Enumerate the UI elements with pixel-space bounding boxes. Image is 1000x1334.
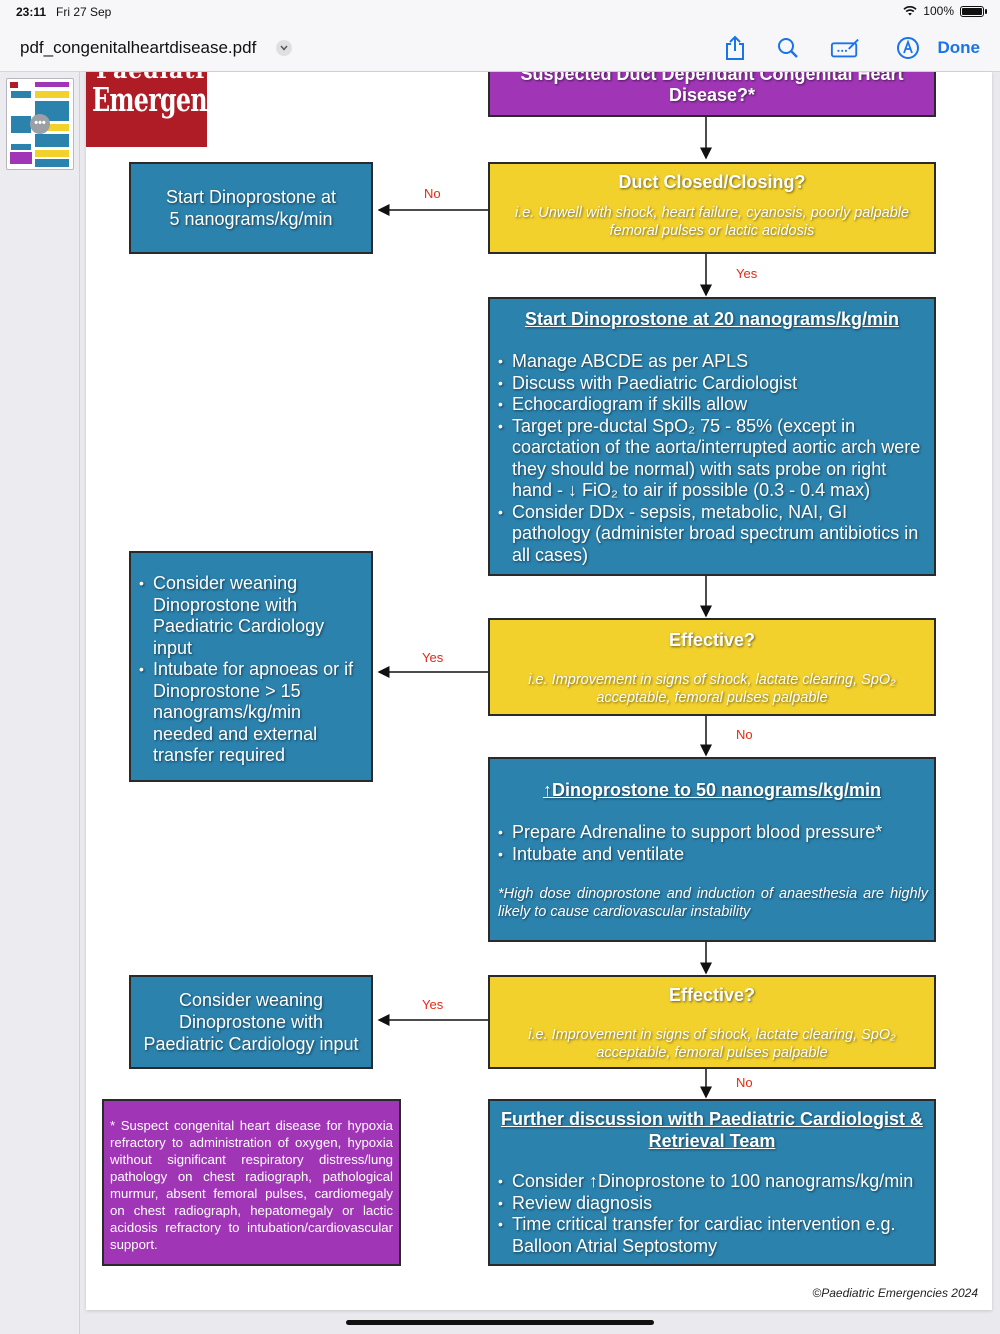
more-icon[interactable]: •••	[30, 114, 50, 134]
logo-main-text: Emergencies	[92, 80, 207, 119]
chevron-down-icon[interactable]	[276, 40, 292, 56]
flow-connectors	[377, 117, 712, 1099]
wifi-icon	[903, 6, 917, 16]
yes-label-2: Yes	[422, 650, 444, 665]
no-label-3: No	[736, 1075, 753, 1090]
suspected-disease-box: Suspected Duct Dependant Congenital Hear…	[488, 72, 936, 117]
footnote-box: * Suspect congenital heart disease for h…	[102, 1099, 401, 1266]
consider-weaning-box-2: Consider weaning Dinoprostone with Paedi…	[129, 975, 373, 1069]
list-item: Time critical transfer for cardiac inter…	[490, 1214, 934, 1257]
start-20ng-list: Manage ABCDE as per APLS Discuss with Pa…	[490, 351, 934, 566]
no-label-1: No	[424, 186, 441, 201]
start-5ng-text: Start Dinoprostone at 5 nanograms/kg/min	[165, 187, 337, 229]
done-button[interactable]: Done	[937, 38, 981, 57]
list-item: Discuss with Paediatric Cardiologist	[490, 373, 928, 395]
paediatric-emergencies-logo: Paediatric Emergencies	[86, 72, 207, 147]
footnote-text: * Suspect congenital heart disease for h…	[110, 1118, 393, 1252]
copyright-footer: ©Paediatric Emergencies 2024	[812, 1286, 978, 1300]
list-item: Intubate and ventilate	[490, 844, 934, 866]
further-discussion-title: Further discussion with Paediatric Cardi…	[500, 1109, 924, 1151]
increase-50ng-box: ↑Dinoprostone to 50 nanograms/kg/min Pre…	[488, 757, 936, 942]
list-item: Review diagnosis	[490, 1193, 934, 1215]
suspected-disease-title: Suspected Duct Dependant Congenital Hear…	[520, 72, 904, 105]
list-item: Consider DDx - sepsis, metabolic, NAI, G…	[490, 502, 928, 567]
home-indicator[interactable]	[346, 1320, 654, 1325]
document-title[interactable]: pdf_congenitalheartdisease.pdf	[20, 38, 257, 57]
pdf-page: Paediatric Emergencies Suspected Duct De…	[86, 72, 992, 1310]
list-item: Consider weaning Dinoprostone with Paedi…	[131, 573, 363, 659]
markup-toolbar-icon[interactable]	[830, 34, 860, 62]
consider-weaning-text-2: Consider weaning Dinoprostone with Paedi…	[143, 990, 359, 1054]
further-discussion-box: Further discussion with Paediatric Cardi…	[488, 1099, 936, 1266]
toolbar: pdf_congenitalheartdisease.pdf Done	[0, 24, 1000, 72]
yes-label-3: Yes	[422, 997, 444, 1012]
further-discussion-list: Consider ↑Dinoprostone to 100 nanograms/…	[490, 1171, 934, 1257]
thumbnail-sidebar: •••	[0, 72, 80, 1334]
effective-title-2: Effective?	[668, 985, 756, 1005]
list-item: Manage ABCDE as per APLS	[490, 351, 928, 373]
effective-title-1: Effective?	[668, 630, 756, 650]
effective-sub-2: i.e. Improvement in signs of shock, lact…	[528, 1027, 896, 1061]
consider-weaning-list: Consider weaning Dinoprostone with Paedi…	[131, 573, 371, 767]
list-item: Consider ↑Dinoprostone to 100 nanograms/…	[490, 1171, 934, 1193]
list-item: Intubate for apnoeas or if Dinoprostone …	[131, 659, 363, 767]
battery-icon	[960, 5, 987, 17]
list-item: Echocardiogram if skills allow	[490, 394, 928, 416]
increase-50ng-note: *High dose dinoprostone and induction of…	[498, 886, 928, 920]
increase-50ng-list: Prepare Adrenaline to support blood pres…	[490, 822, 934, 865]
status-right: 100%	[903, 4, 987, 18]
list-item: Target pre-ductal SpO₂ 75 - 85% (except …	[490, 416, 928, 502]
duct-closing-box: Duct Closed/Closing? i.e. Unwell with sh…	[488, 162, 936, 254]
list-item: Prepare Adrenaline to support blood pres…	[490, 822, 934, 844]
increase-50ng-title: ↑Dinoprostone to 50 nanograms/kg/min	[542, 780, 882, 800]
logo-top-text: Paediatric	[96, 72, 207, 84]
effective-box-2: Effective? i.e. Improvement in signs of …	[488, 975, 936, 1069]
duct-closing-title: Duct Closed/Closing?	[618, 172, 806, 192]
start-20ng-title: Start Dinoprostone at 20 nanograms/kg/mi…	[524, 309, 900, 329]
search-icon[interactable]	[773, 34, 803, 62]
status-date: Fri 27 Sep	[56, 5, 112, 19]
start-20ng-box: Start Dinoprostone at 20 nanograms/kg/mi…	[488, 297, 936, 576]
share-icon[interactable]	[720, 34, 750, 62]
yes-label-1: Yes	[736, 266, 758, 281]
start-5ng-box: Start Dinoprostone at 5 nanograms/kg/min	[129, 162, 373, 254]
no-label-2: No	[736, 727, 753, 742]
effective-box-1: Effective? i.e. Improvement in signs of …	[488, 618, 936, 716]
markup-pen-icon[interactable]	[893, 34, 923, 62]
status-bar: 23:11 Fri 27 Sep 100%	[0, 0, 1000, 24]
status-time: 23:11	[16, 5, 47, 19]
effective-sub-1: i.e. Improvement in signs of shock, lact…	[528, 672, 896, 706]
consider-weaning-box-1: Consider weaning Dinoprostone with Paedi…	[129, 551, 373, 782]
battery-percent: 100%	[923, 4, 954, 18]
duct-closing-sub: i.e. Unwell with shock, heart failure, c…	[514, 205, 910, 239]
